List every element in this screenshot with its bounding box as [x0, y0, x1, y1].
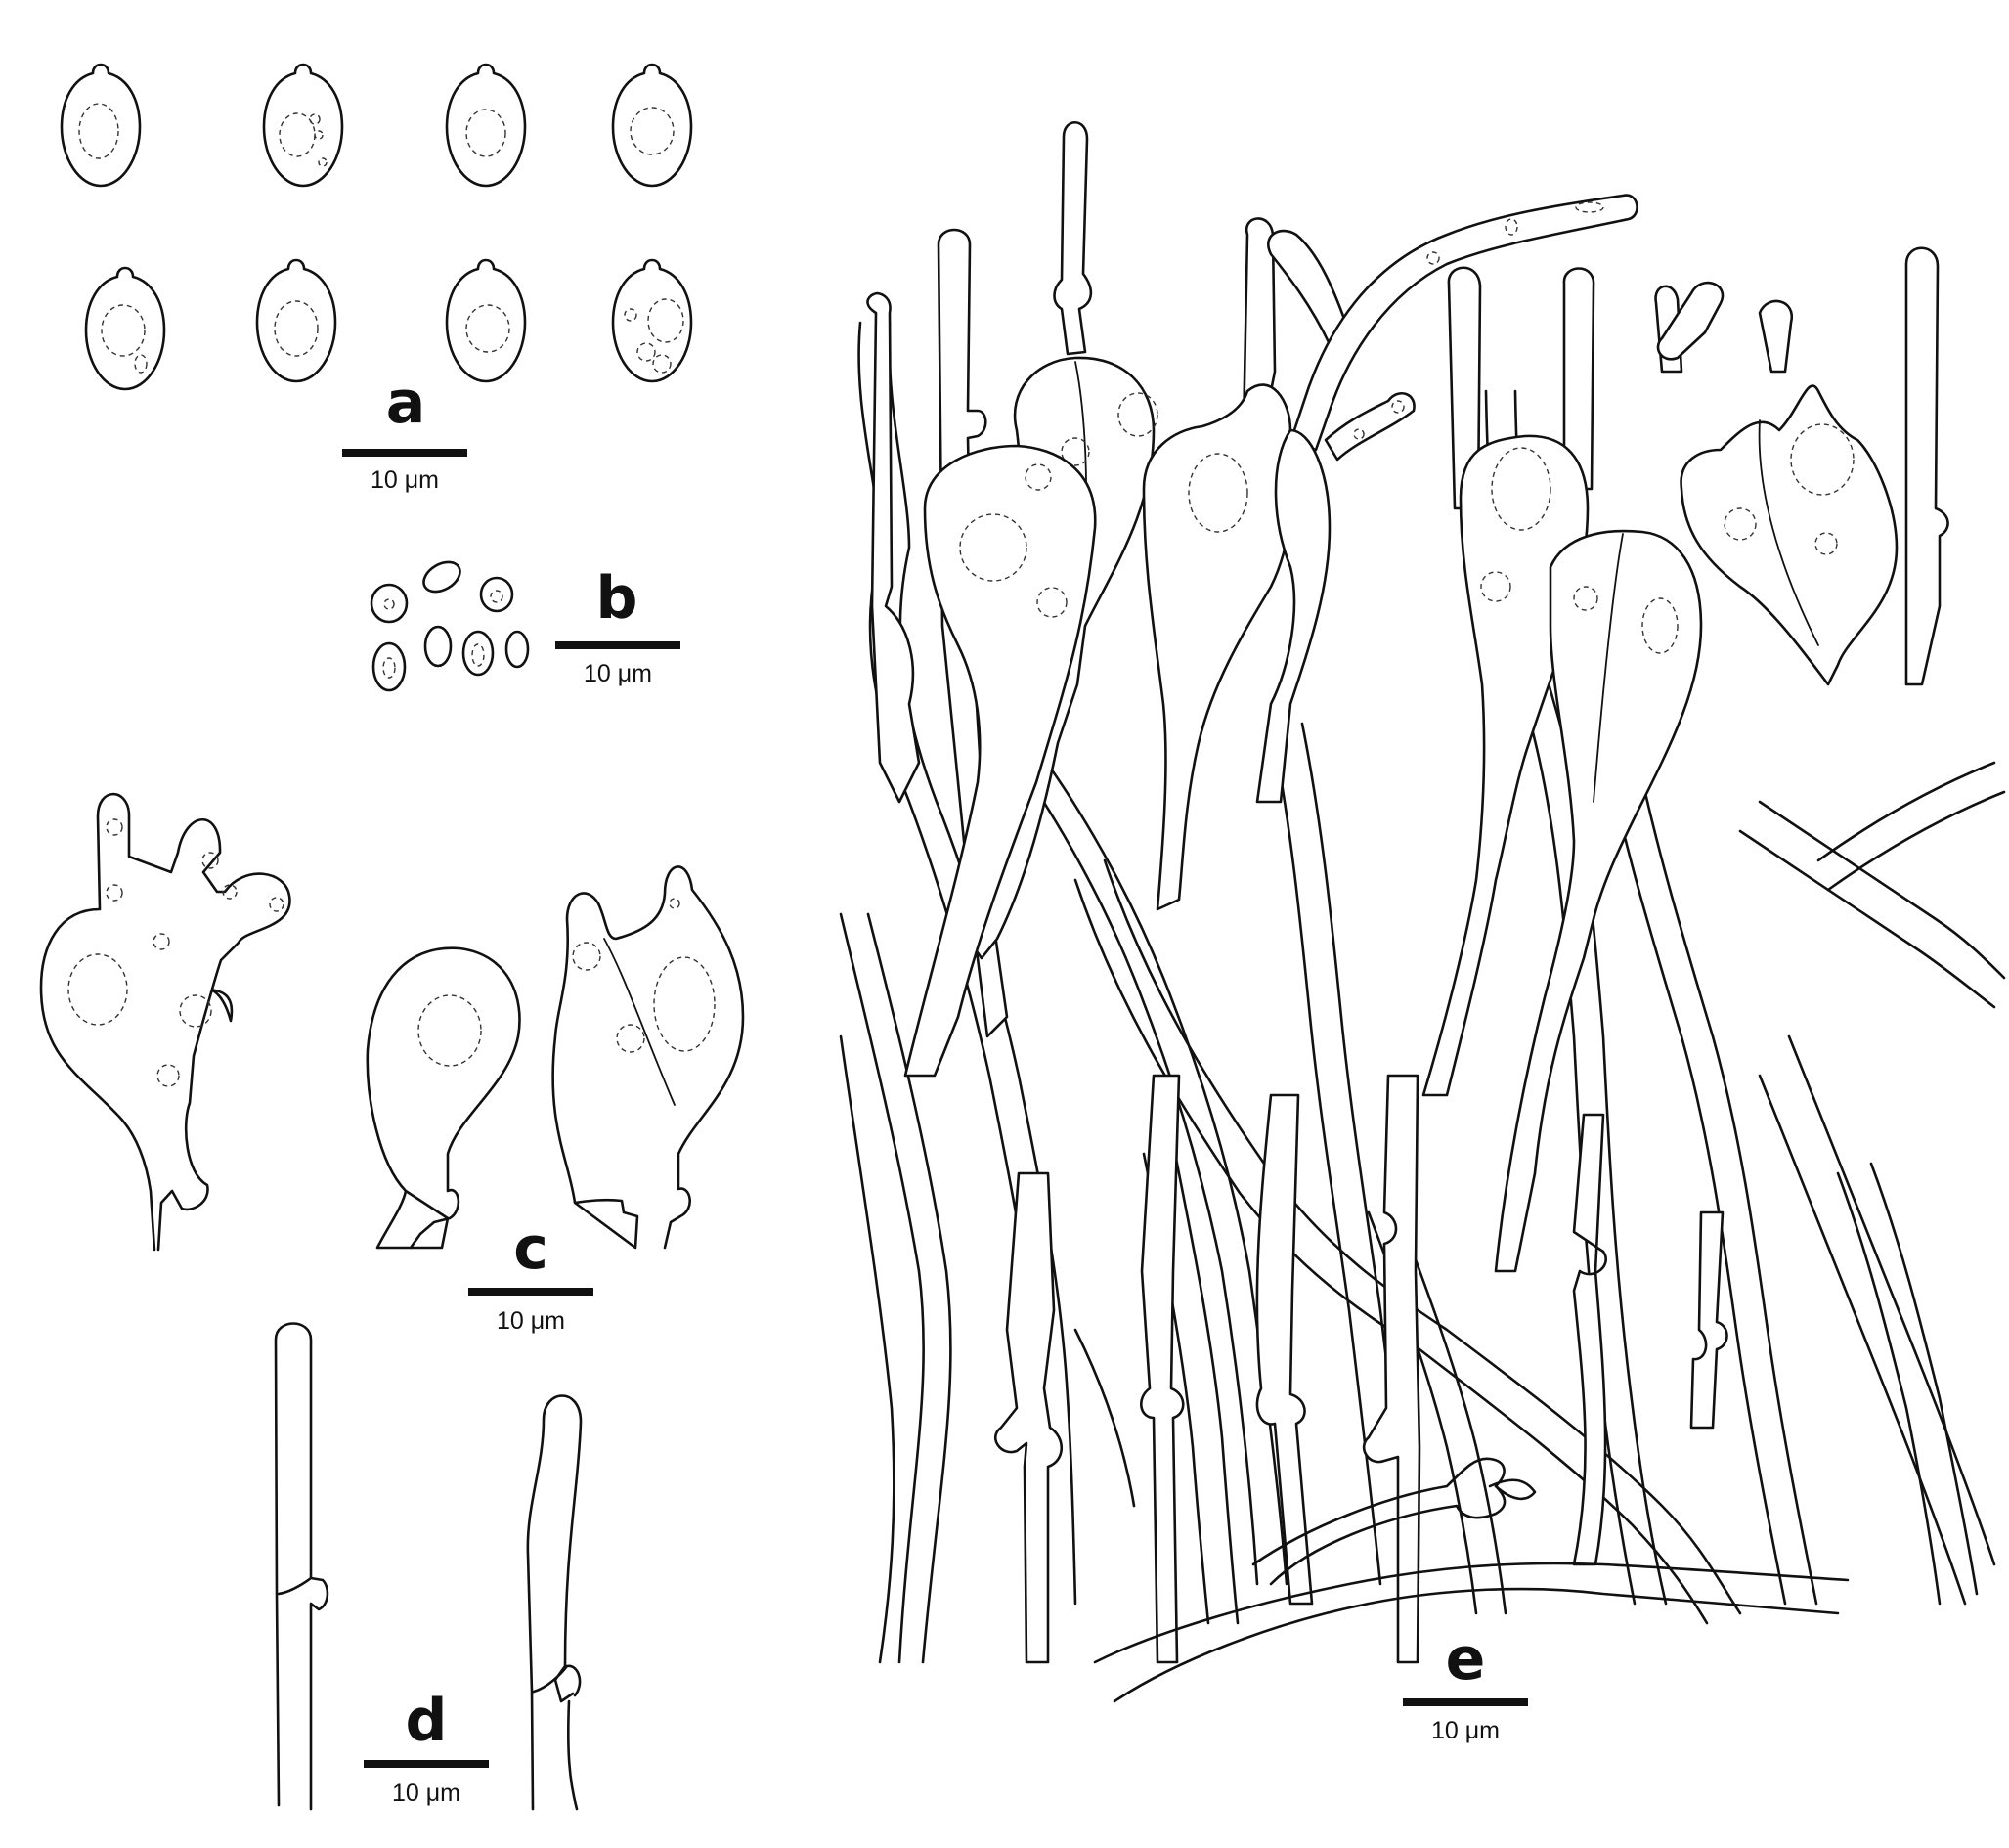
spore: [611, 258, 693, 383]
spore: [262, 63, 344, 188]
panel-e-label-group: e 10 μm: [1403, 1625, 1528, 1744]
panel-b-scale-bar: [555, 641, 680, 649]
panel-c-label-group: c 10 μm: [468, 1214, 593, 1335]
panel-e-hymenium: [839, 121, 2006, 1703]
panel-a-scale-bar: [342, 449, 467, 457]
conidium: [371, 641, 407, 692]
spore: [445, 258, 527, 383]
conidium: [423, 625, 453, 668]
panel-c-basidia: [39, 792, 745, 1252]
panel-d-hyphae: [274, 1322, 583, 1811]
hyphae-foreground: [866, 121, 1949, 1038]
panel-b-conidia: [370, 560, 530, 692]
panel-a-label: a: [386, 369, 426, 437]
panel-e-label: e: [1446, 1625, 1486, 1694]
panel-d-scale-bar: [364, 1760, 489, 1768]
basidium: [551, 865, 745, 1250]
spore: [60, 63, 142, 188]
basidium: [39, 792, 291, 1252]
conidium: [370, 583, 409, 624]
hypha: [274, 1322, 329, 1811]
hymenium-cell: [1680, 384, 1899, 686]
panel-a-label-group: a 10 μm: [342, 369, 467, 494]
panel-d-scale-text: 10 μm: [392, 1780, 460, 1807]
panel-b-scale-text: 10 μm: [584, 660, 652, 687]
hymenium-cell: [1255, 428, 1332, 804]
spore: [84, 266, 166, 391]
hymenium-cell: [1421, 434, 1590, 1097]
conidium: [461, 630, 495, 677]
hymenium-cell: [1494, 529, 1703, 1273]
panel-c-scale-text: 10 μm: [497, 1307, 565, 1335]
panel-d-label-group: d 10 μm: [364, 1687, 489, 1807]
panel-a-scale-text: 10 μm: [371, 466, 439, 494]
hyphae-basal: [1093, 1457, 1850, 1703]
conidium: [422, 560, 461, 594]
basidium: [366, 946, 521, 1250]
panel-c-scale-bar: [468, 1288, 593, 1296]
spore: [445, 63, 527, 188]
panel-e-scale-bar: [1403, 1698, 1528, 1706]
conidium: [504, 630, 530, 669]
spore: [255, 258, 337, 383]
hypha: [526, 1394, 583, 1811]
conidium: [479, 576, 514, 613]
panel-b-label-group: b 10 μm: [555, 564, 680, 687]
spore: [611, 63, 693, 188]
panel-c-label: c: [513, 1214, 548, 1283]
hymenium-cell: [903, 444, 1097, 1078]
panel-d-label: d: [406, 1687, 448, 1755]
panel-b-label: b: [596, 564, 638, 633]
panel-a-spores: [60, 63, 693, 391]
hyphae-lower: [994, 1074, 1728, 1664]
panel-e-scale-text: 10 μm: [1431, 1717, 1500, 1744]
